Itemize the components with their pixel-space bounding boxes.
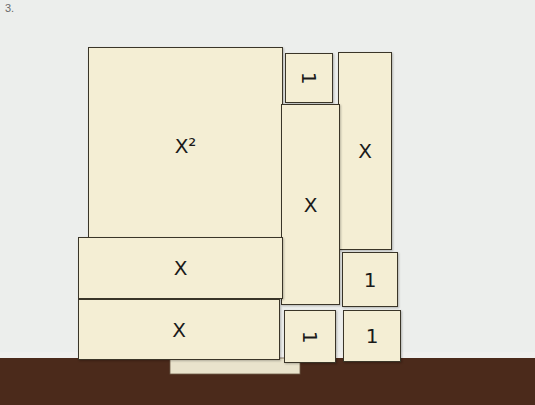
tile-label: 1	[298, 330, 322, 343]
tile-label: 1	[366, 324, 379, 348]
algebra-tile: 1	[284, 310, 336, 363]
tile-label: X	[358, 139, 372, 163]
algebra-tile: X	[281, 104, 340, 305]
wood-table	[0, 355, 535, 405]
tile-label: X²	[175, 134, 197, 158]
algebra-tile: X	[78, 299, 280, 360]
tile-label: 1	[364, 268, 377, 292]
tile-label: X	[174, 256, 188, 280]
tile-label: X	[304, 193, 318, 217]
tile-strip	[170, 358, 300, 374]
algebra-tile: 1	[342, 252, 398, 307]
algebra-tile: 1	[285, 53, 333, 103]
exercise-number: 3.	[5, 2, 14, 14]
tile-label: 1	[297, 72, 321, 85]
algebra-tile: 1	[343, 310, 401, 362]
algebra-tile: X	[78, 237, 283, 299]
algebra-tile: X²	[88, 47, 283, 245]
algebra-tile: X	[338, 52, 392, 250]
tile-label: X	[172, 318, 186, 342]
